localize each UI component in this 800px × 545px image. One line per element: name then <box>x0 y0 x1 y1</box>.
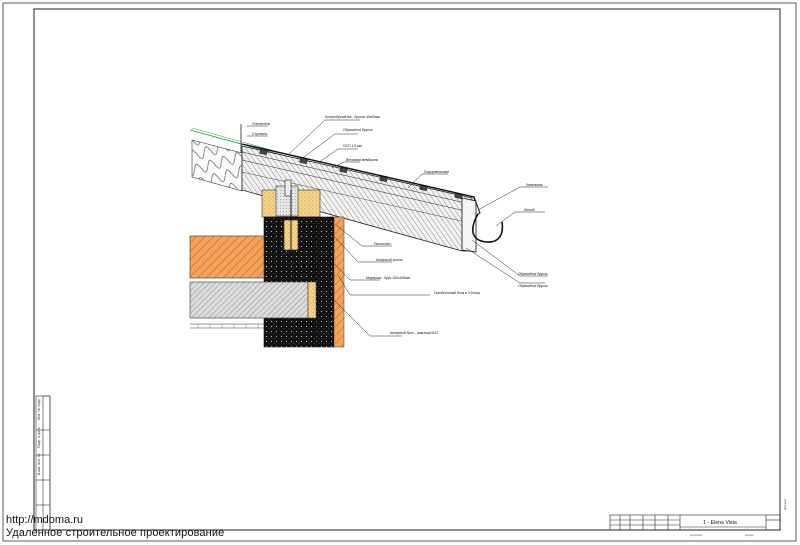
watermark-caption: Удаленное строительное проектирование <box>6 527 225 539</box>
roof-eave-section: Утеплитель Стропило Контробрешётка - бру… <box>189 115 548 348</box>
label-anchor-corner: Анкерный уголок <box>376 258 403 262</box>
label-cornice-board: Обрешётка брусок <box>518 272 548 276</box>
label-mauerlat-bolt: Анкерный болт - шпилька М12 <box>390 331 438 335</box>
bottom-note-left: копировал <box>690 534 703 537</box>
floor-beam-timber <box>189 235 265 279</box>
right-margin-note: формат <box>783 499 787 510</box>
label-rafter: Стропило <box>252 132 268 136</box>
label-wind-membrane: Ветровая мембрана <box>346 158 378 162</box>
label-mauerlat: Мауэрлат - брус 150х150мм <box>366 276 411 280</box>
left-stamp: Инв. № подл. Подп. и дата Взам. инв. № <box>35 395 51 531</box>
insulation-layer <box>191 139 243 192</box>
label-counter-batten: Контробрешётка - брусок 40х50мм <box>325 115 380 119</box>
title-block <box>609 514 781 531</box>
svg-text:Подп. и дата: Подп. и дата <box>37 427 41 448</box>
svg-text:Инв. № подл.: Инв. № подл. <box>37 398 41 420</box>
watermark-url[interactable]: http://mdoma.ru <box>6 514 84 526</box>
label-osb: ОСП 1.9 мм <box>343 144 362 148</box>
leader-lines <box>247 119 548 337</box>
wall-sheathing <box>333 216 345 348</box>
block-wall-right <box>315 216 335 348</box>
fascia-board <box>461 197 477 253</box>
label-gutter: Желоб <box>524 208 535 212</box>
label-plate: Пенопласт <box>374 242 391 246</box>
battens <box>259 149 463 200</box>
gutter <box>471 213 504 243</box>
label-drip-edge: Капельник <box>526 183 543 187</box>
label-insulation: Утеплитель <box>252 122 271 126</box>
label-sheathing-board: Обрешётка брусок <box>343 128 373 132</box>
title-block-title: 1 - Elena Vista <box>703 520 737 526</box>
bottom-note-right: формат <box>745 534 755 537</box>
svg-text:Взам. инв. №: Взам. инв. № <box>37 453 41 475</box>
label-fascia-board: Обрешётка брусок <box>518 284 548 288</box>
label-block-wall: Газобетонный блок в 3 блока <box>434 291 480 295</box>
drawing-border <box>33 8 781 531</box>
floor-slab <box>189 281 309 319</box>
label-underlayment: Подкровельный <box>424 170 449 174</box>
